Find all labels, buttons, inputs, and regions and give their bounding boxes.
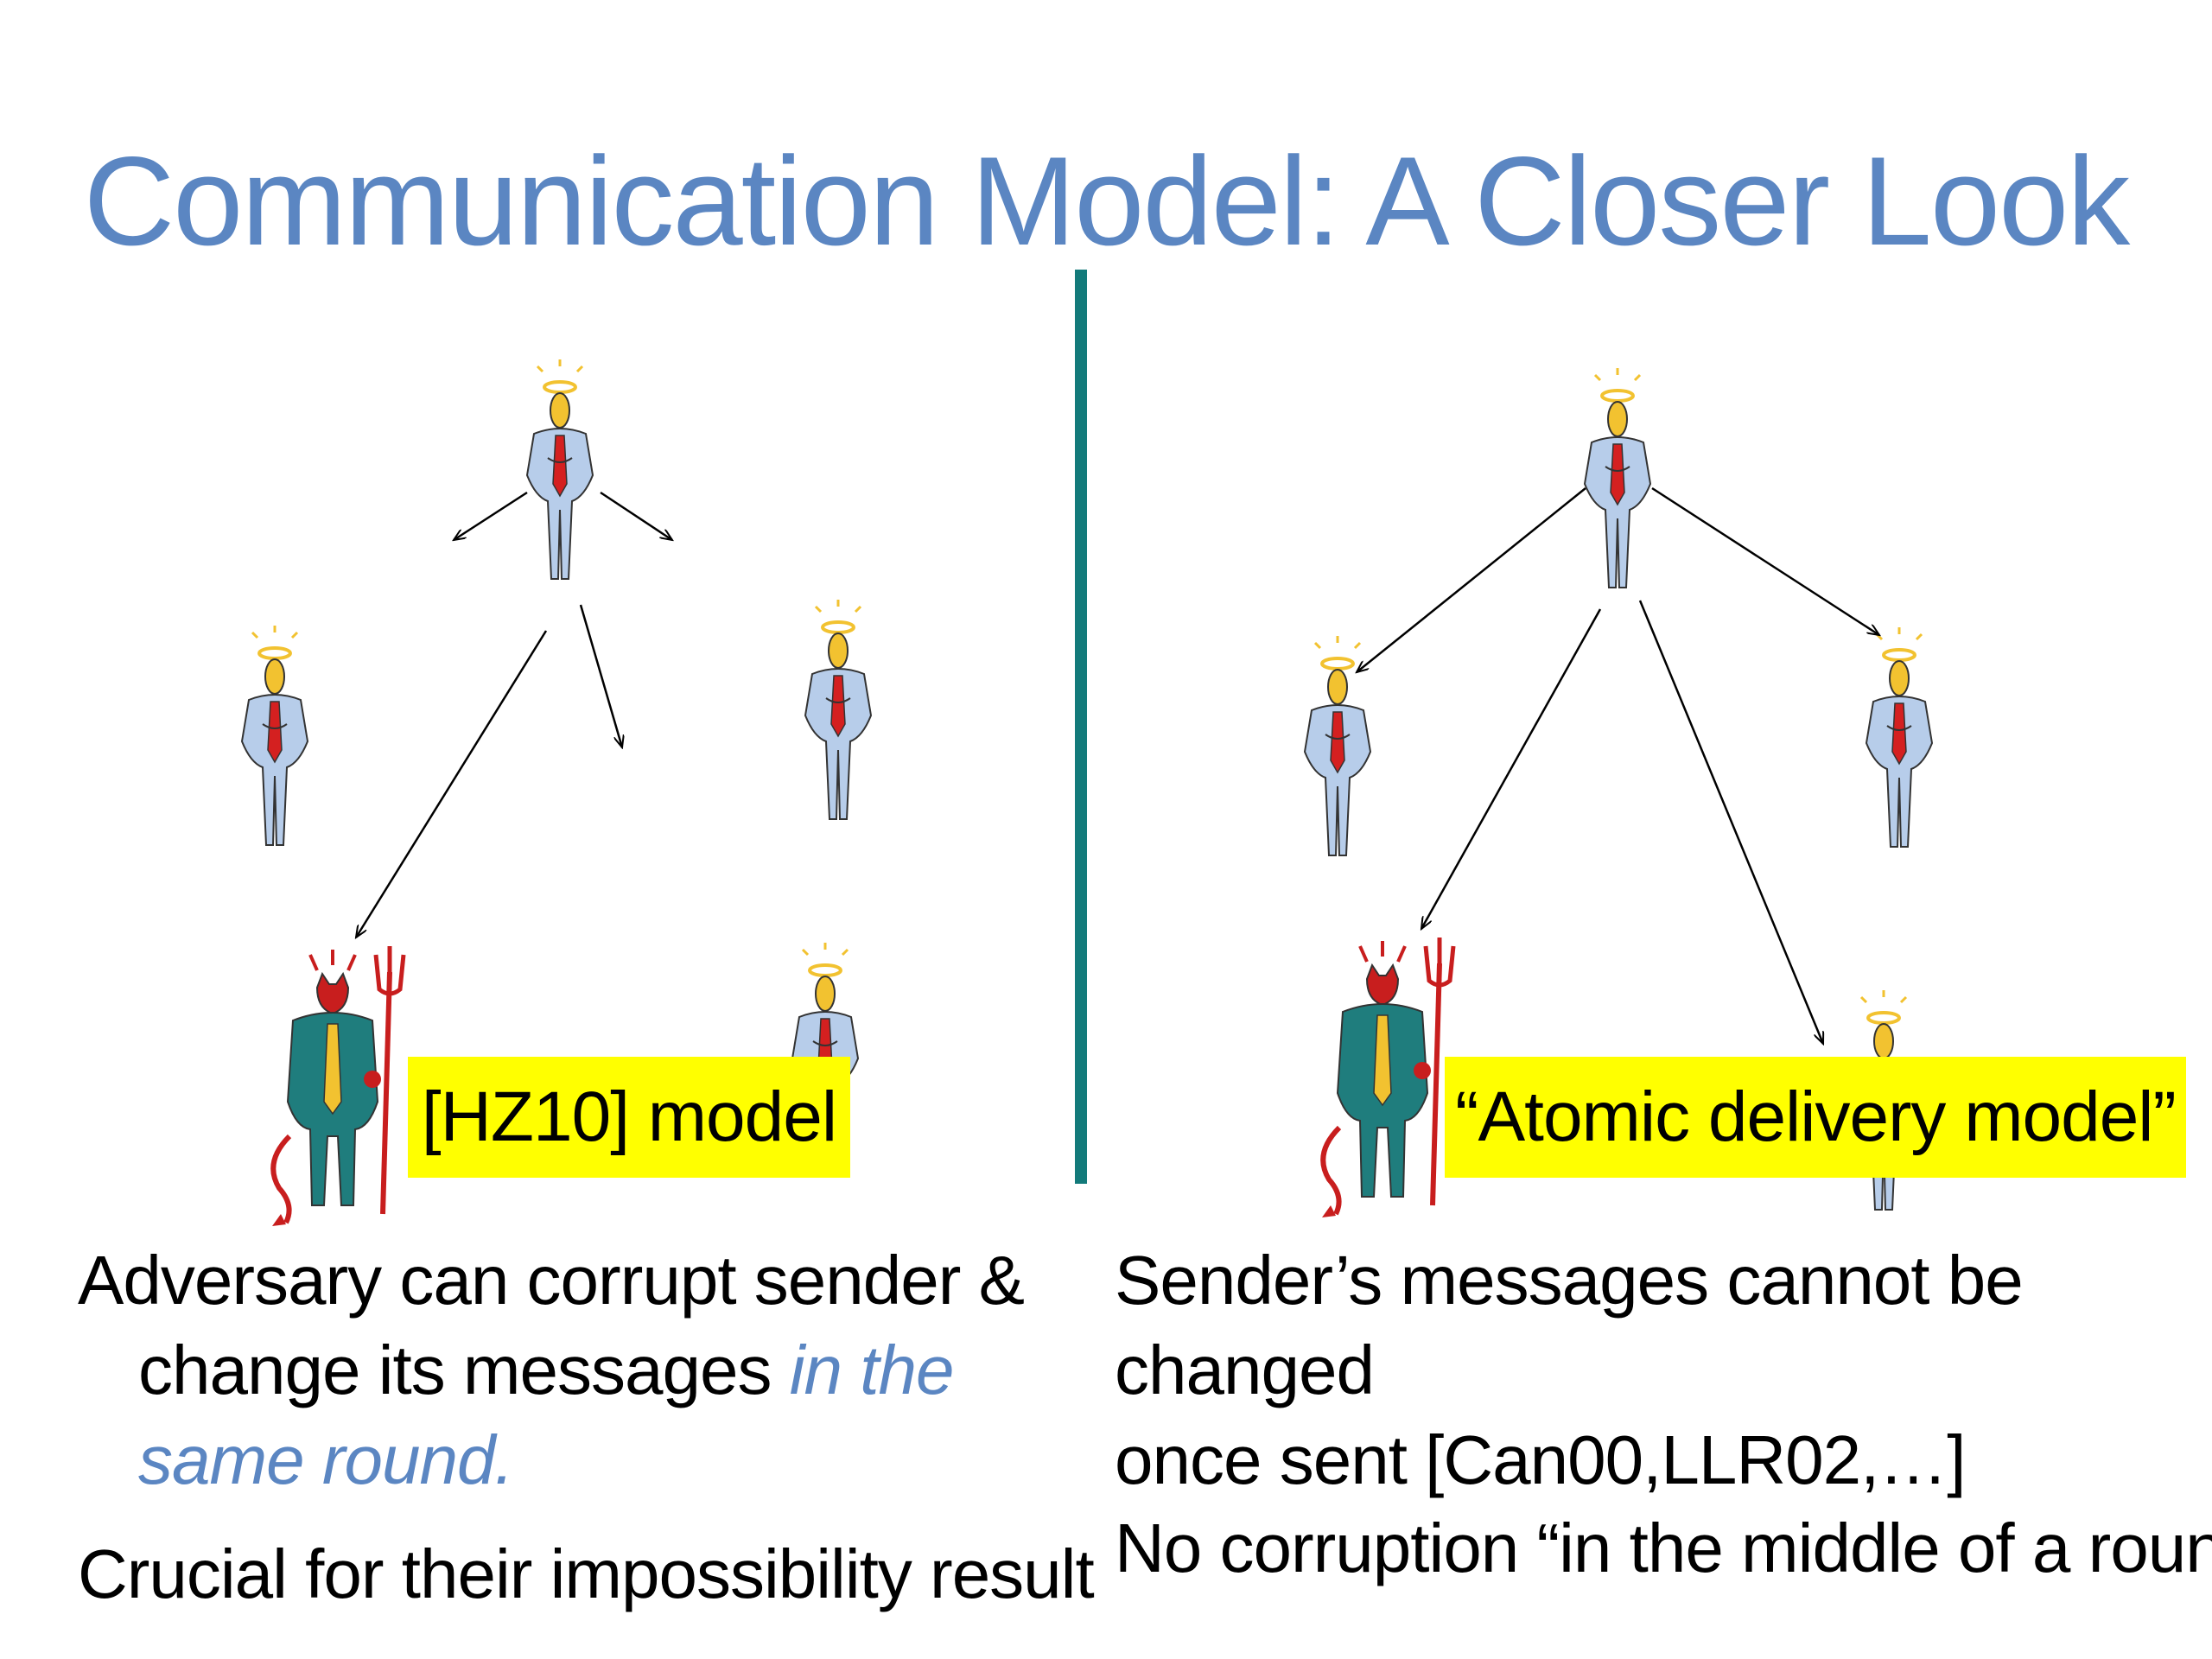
adversary-devil-icon [1322, 938, 1453, 1217]
right-description: Sender’s messages cannot be changed once… [1115, 1236, 2195, 1505]
message-arrow [454, 491, 528, 540]
right-scene [1303, 366, 1934, 1217]
sender-angel-icon [525, 358, 594, 581]
left-description-line1: Adversary can corrupt sender & [78, 1242, 1025, 1319]
left-description-line3: same round. [138, 1421, 514, 1498]
right-description-line1: Sender’s messages cannot be changed [1115, 1242, 2024, 1408]
honest-party-icon [1865, 626, 1934, 849]
atomic-delivery-model-label: “Atomic delivery model” [1445, 1057, 2186, 1178]
left-description-line2: change its messages in the [78, 1325, 1046, 1415]
message-arrow [579, 604, 622, 747]
hz10-model-label: [HZ10] model [408, 1057, 850, 1178]
message-arrow [1357, 487, 1586, 672]
message-arrow [600, 491, 672, 540]
adversary-devil-icon [272, 946, 404, 1226]
right-description-line2: once sent [Can00,LLR02,…] [1115, 1421, 1967, 1498]
message-arrow [356, 630, 548, 938]
slide-title: Communication Model: A Closer Look [83, 130, 2131, 271]
left-description-emphasis: in the [789, 1332, 955, 1408]
message-arrow [1651, 486, 1879, 635]
vertical-divider [1075, 270, 1087, 1184]
left-note: Crucial for their impossibility result [78, 1535, 1095, 1612]
left-scene [240, 358, 873, 1226]
right-note: No corruption “in the middle of a round” [1115, 1510, 2212, 1586]
left-description-text: change its messages [138, 1332, 790, 1408]
left-description: Adversary can corrupt sender & change it… [78, 1236, 1046, 1505]
message-arrow [1638, 600, 1823, 1044]
honest-party-icon [804, 598, 873, 821]
message-arrow [1421, 608, 1602, 929]
honest-party-icon [240, 624, 309, 847]
sender-angel-icon [1583, 366, 1652, 589]
